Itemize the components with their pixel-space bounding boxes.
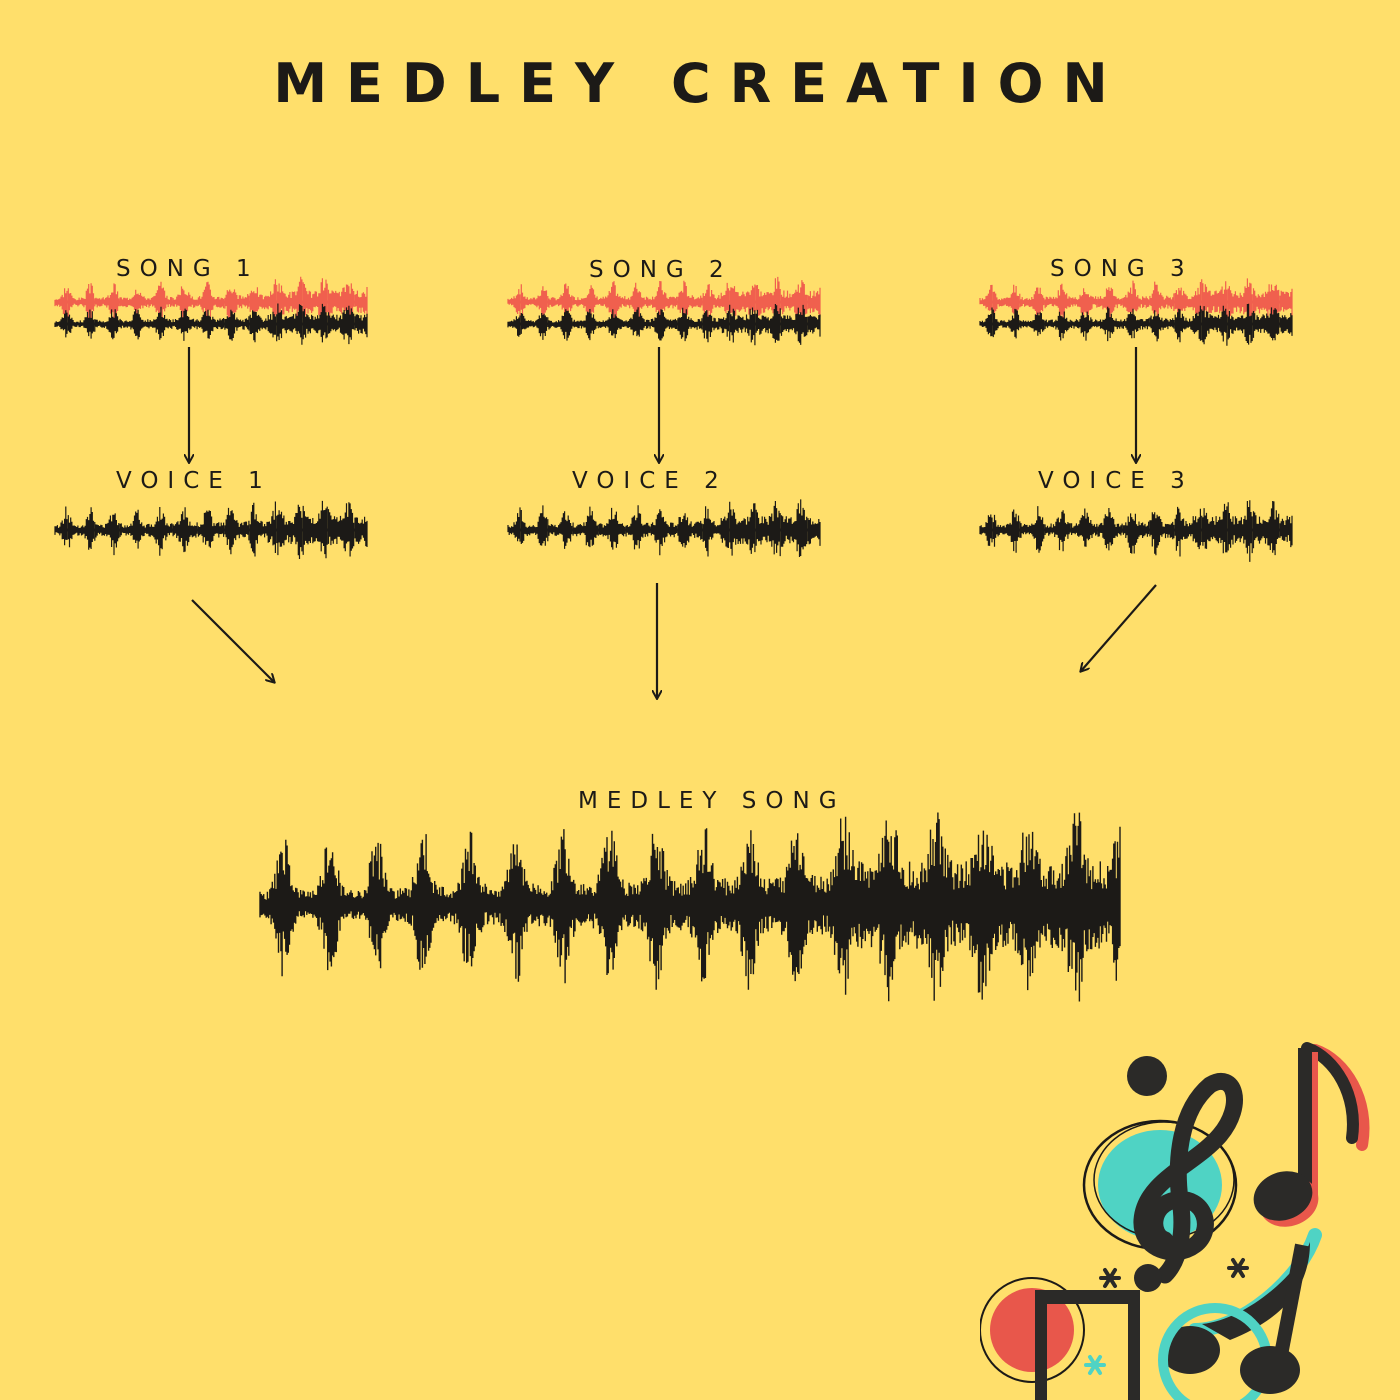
voice-3-waveform [979, 500, 1293, 562]
star-icon [1099, 1258, 1249, 1288]
arrow-voice3-to-medley [1081, 584, 1157, 671]
red-blob [990, 1288, 1074, 1372]
song-3-label: SONG 3 [1050, 256, 1194, 282]
song-3-waveform [979, 278, 1293, 346]
voice-2-waveform [507, 499, 821, 557]
voice-1-label: VOICE 1 [116, 468, 272, 494]
song-1-label: SONG 1 [116, 256, 260, 282]
song-2-label: SONG 2 [589, 257, 733, 283]
arrow-voice1-to-medley [191, 599, 274, 682]
treble-clef-icon [1133, 1073, 1243, 1284]
dot-icon [1127, 1056, 1167, 1096]
medley-waveform [259, 812, 1121, 1002]
song-2-waveform [507, 276, 821, 346]
voice-1-waveform [54, 500, 368, 559]
beamed-notes-icon [1035, 1290, 1140, 1400]
music-notes-illustration [980, 1042, 1370, 1400]
flag-note-icon [1158, 1228, 1322, 1400]
medley-song-label: MEDLEY SONG [578, 788, 846, 814]
page-title: MEDLEY CREATION [273, 52, 1127, 115]
voice-2-label: VOICE 2 [572, 468, 728, 494]
song-1-waveform [54, 276, 368, 345]
voice-3-label: VOICE 3 [1038, 468, 1194, 494]
eighth-note-icon [1253, 1042, 1370, 1227]
